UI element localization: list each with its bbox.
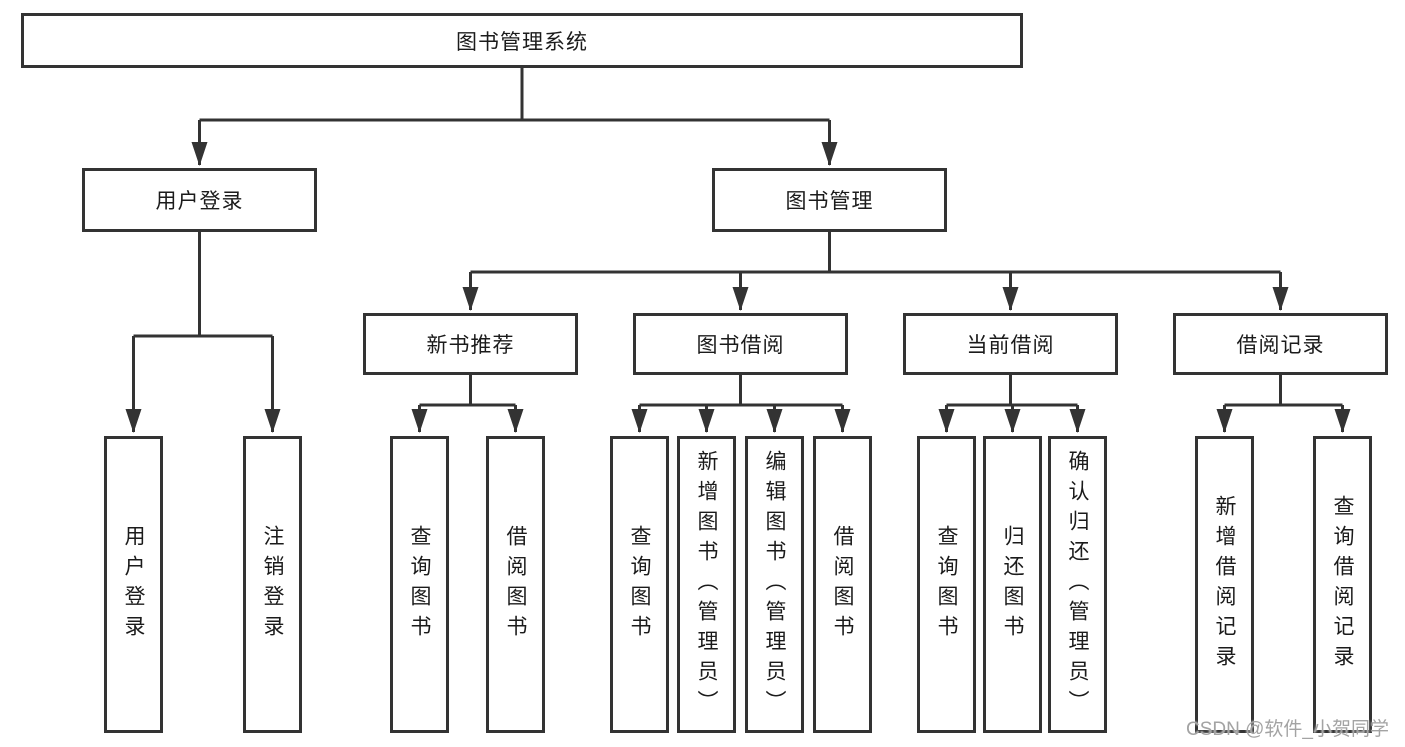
node-book-borrow: 图书借阅 xyxy=(633,313,848,375)
node-book-management-label: 图书管理 xyxy=(785,190,874,213)
leaf-newbook-borrow-books: 借阅图书 xyxy=(486,436,545,733)
leaf-borrow-edit-books-admin: 编辑图书（管理员） xyxy=(745,436,804,733)
node-new-book-recommend: 新书推荐 xyxy=(363,313,578,375)
leaf-borrow-add-books-admin: 新增图书（管理员） xyxy=(677,436,736,733)
leaf-records-add-record: 新增借阅记录 xyxy=(1195,436,1254,733)
leaf-borrow-borrow-books: 借阅图书 xyxy=(813,436,872,733)
node-book-management: 图书管理 xyxy=(712,168,947,232)
leaf-user-login: 用户登录 xyxy=(104,436,163,733)
node-root-label: 图书管理系统 xyxy=(456,30,588,54)
node-borrow-records: 借阅记录 xyxy=(1173,313,1388,375)
node-user-login: 用户登录 xyxy=(82,168,317,232)
node-user-login-label: 用户登录 xyxy=(155,190,244,213)
node-current-borrow: 当前借阅 xyxy=(903,313,1118,375)
leaf-current-query-books: 查询图书 xyxy=(917,436,976,733)
node-book-borrow-label: 图书借阅 xyxy=(696,334,785,357)
leaf-records-query-record: 查询借阅记录 xyxy=(1313,436,1372,733)
leaf-borrow-query-books: 查询图书 xyxy=(610,436,669,733)
leaf-newbook-query-books: 查询图书 xyxy=(390,436,449,733)
node-new-book-recommend-label: 新书推荐 xyxy=(426,334,515,357)
leaf-current-return-books: 归还图书 xyxy=(983,436,1042,733)
node-borrow-records-label: 借阅记录 xyxy=(1236,334,1325,357)
node-root: 图书管理系统 xyxy=(21,13,1023,68)
csdn-watermark: CSDN @软件_小贺同学 xyxy=(1186,719,1389,740)
leaf-logout-login: 注销登录 xyxy=(243,436,302,733)
leaf-current-confirm-return-admin: 确认归还（管理员） xyxy=(1048,436,1107,733)
node-current-borrow-label: 当前借阅 xyxy=(966,334,1055,357)
